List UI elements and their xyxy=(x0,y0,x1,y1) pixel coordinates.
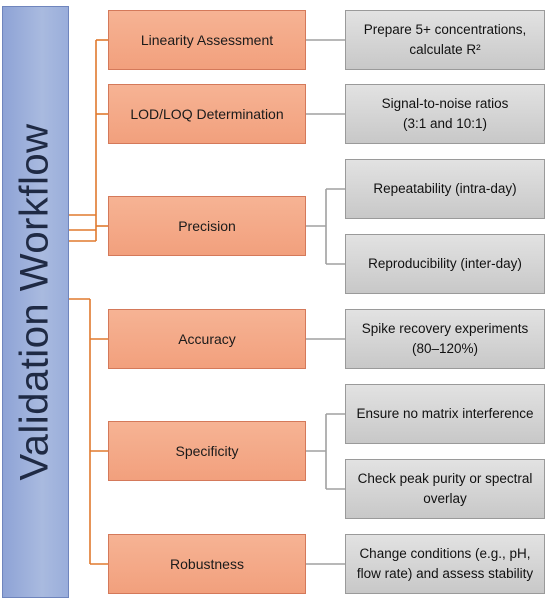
detail-repeatability: Repeatability (intra-day) xyxy=(345,159,545,219)
detail-linearity: Prepare 5+ concentrations, calculate R² xyxy=(345,10,545,70)
step-specificity: Specificity xyxy=(108,421,306,481)
detail-linearity-line2: calculate R² xyxy=(409,42,481,57)
detail-peak-purity-line1: Check peak purity or spectral xyxy=(357,471,533,487)
detail-accuracy-line2: (80–120%) xyxy=(411,341,479,356)
step-precision: Precision xyxy=(108,196,306,256)
detail-accuracy-line1: Spike recovery experiments xyxy=(361,321,529,337)
detail-reproducibility: Reproducibility (inter-day) xyxy=(345,234,545,294)
step-linearity-assessment: Linearity Assessment xyxy=(108,10,306,70)
detail-robustness: Change conditions (e.g., pH, flow rate) a… xyxy=(345,534,545,594)
step-accuracy: Accuracy xyxy=(108,309,306,369)
detail-matrix-interference-line1: Ensure no matrix interference xyxy=(356,406,534,422)
detail-lod-loq: Signal-to-noise ratios (3:1 and 10:1) xyxy=(345,84,545,144)
detail-lod-loq-line1: Signal-to-noise ratios xyxy=(381,96,509,112)
root-node xyxy=(2,6,69,598)
detail-peak-purity: Check peak purity or spectral overlay xyxy=(345,459,545,519)
detail-accuracy: Spike recovery experiments (80–120%) xyxy=(345,309,545,369)
detail-robustness-line1: Change conditions (e.g., pH, xyxy=(359,546,531,562)
root-node-label: Validation Workflow xyxy=(12,123,57,481)
step-lod-loq-determination: LOD/LOQ Determination xyxy=(108,84,306,144)
detail-robustness-line2: flow rate) and assess stability xyxy=(356,566,534,581)
detail-repeatability-line1: Repeatability (intra-day) xyxy=(373,181,517,197)
step-robustness: Robustness xyxy=(108,534,306,594)
detail-reproducibility-line1: Reproducibility (inter-day) xyxy=(368,256,522,272)
detail-peak-purity-line2: overlay xyxy=(423,491,467,506)
detail-linearity-line1: Prepare 5+ concentrations, xyxy=(363,22,527,38)
detail-lod-loq-line2: (3:1 and 10:1) xyxy=(402,116,488,131)
detail-matrix-interference: Ensure no matrix interference xyxy=(345,384,545,444)
